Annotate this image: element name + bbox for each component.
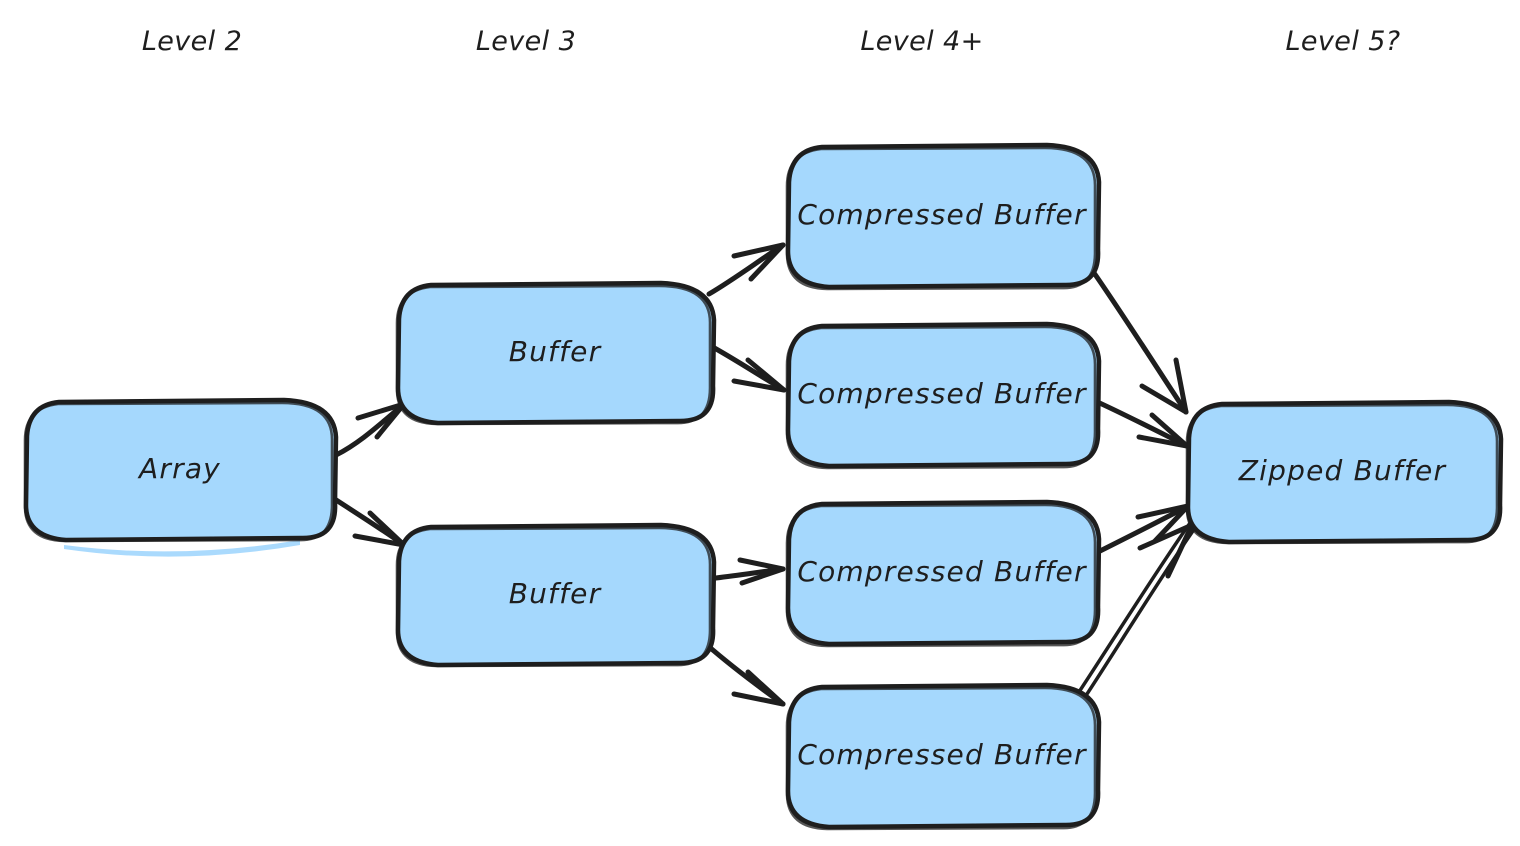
node-label-compressed-buffer-4: Compressed Buffer bbox=[797, 737, 1087, 771]
node-label-compressed-buffer-1: Compressed Buffer bbox=[797, 197, 1087, 231]
edge-array-to-buffer-1 bbox=[333, 401, 407, 458]
node-label-zipped-buffer: Zipped Buffer bbox=[1238, 453, 1447, 487]
node-label-compressed-buffer-3: Compressed Buffer bbox=[797, 554, 1087, 588]
node-label-buffer-2: Buffer bbox=[508, 576, 602, 610]
edge-buffer-1-to-compressed-2 bbox=[706, 342, 787, 393]
edge-compressed-1-to-zipped bbox=[1089, 267, 1189, 415]
node-compressed-buffer-2[interactable]: Compressed Buffer bbox=[786, 322, 1098, 464]
column-header-level-2: Level 2 bbox=[141, 26, 243, 57]
node-compressed-buffer-3[interactable]: Compressed Buffer bbox=[786, 500, 1098, 642]
edge-compressed-2-to-zipped bbox=[1090, 397, 1190, 449]
node-buffer-2[interactable]: Buffer bbox=[396, 523, 714, 663]
column-header-level-3: Level 3 bbox=[475, 26, 577, 57]
node-compressed-buffer-1[interactable]: Compressed Buffer bbox=[786, 143, 1098, 285]
edge-buffer-2-to-compressed-3 bbox=[713, 557, 786, 586]
node-buffer-1[interactable]: Buffer bbox=[396, 281, 714, 421]
edge-buffer-1-to-compressed-1 bbox=[706, 242, 786, 297]
node-zipped-buffer[interactable]: Zipped Buffer bbox=[1186, 400, 1499, 540]
node-label-compressed-buffer-2: Compressed Buffer bbox=[797, 376, 1087, 410]
node-array[interactable]: Array bbox=[24, 398, 336, 538]
column-header-level-5: Level 5? bbox=[1285, 26, 1401, 57]
node-compressed-buffer-4[interactable]: Compressed Buffer bbox=[786, 683, 1098, 825]
node-label-array: Array bbox=[139, 451, 221, 485]
edge-compressed-3-to-zipped bbox=[1091, 503, 1191, 557]
edge-buffer-2-to-compressed-4 bbox=[704, 642, 786, 707]
edge-array-to-buffer-2 bbox=[327, 493, 407, 548]
node-label-buffer-1: Buffer bbox=[508, 334, 602, 368]
column-header-level-4: Level 4+ bbox=[860, 26, 984, 57]
